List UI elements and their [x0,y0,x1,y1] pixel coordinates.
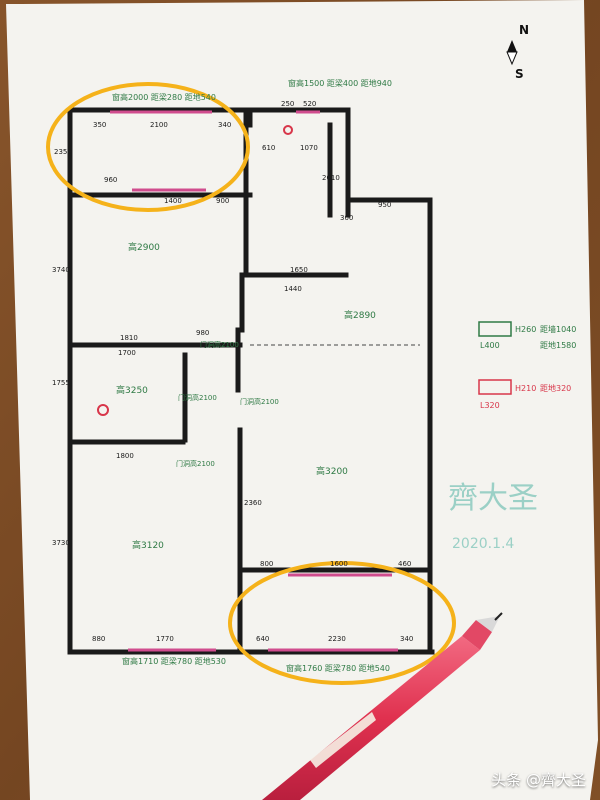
dim-520: 520 [303,100,316,108]
dim-460: 460 [398,560,411,568]
dim-1810: 1810 [120,334,138,342]
room-height-top-left: 高2900 [128,241,160,253]
pipe-marker-2 [97,404,109,416]
dim-1700: 1700 [118,349,136,357]
legend-box-red [478,379,512,395]
dim-2100: 2100 [150,121,168,129]
dim-2360: 2360 [244,499,262,507]
door-label-1: 门洞高2100 [200,340,239,349]
dim-350: 350 [93,121,106,129]
signature-name: 齊大圣 [448,481,538,516]
dim-950: 950 [378,201,391,209]
dim-980: 980 [196,329,209,337]
door-label-2: 门洞高2100 [178,393,217,402]
legend-dist2: 距地1580 [540,340,576,350]
pipe-marker-1 [283,125,293,135]
legend-h: H260 [515,325,536,334]
dim-1650: 1650 [290,266,308,274]
dim-250: 250 [281,100,294,108]
dim-340b: 340 [400,635,413,643]
room-heights: 高2900 高2890 高3250 高3120 高3200 [116,241,376,551]
dim-1600: 1600 [330,560,348,568]
room-height-bottom-right: 高3200 [316,465,348,477]
window-label-top-mid: 窗高1500 距梁400 距地940 [288,78,392,88]
dim-1755: 1755 [52,379,70,387]
compass-south: S [515,67,524,81]
window-label-bottom-left: 窗高1710 距梁780 距地530 [122,656,226,666]
window-marks [110,110,398,652]
floor-plan-walls [67,107,435,655]
door-annotations: 门洞高2100 门洞高2100 门洞高2100 门洞高2100 [176,340,279,468]
wall-outer-east [345,197,433,655]
legend-box-green [478,321,512,337]
window-label-top-left: 窗高2000 距梁280 距地540 [112,92,216,102]
signature-date: 2020.1.4 [452,536,514,552]
dim-2350: 2350 [54,148,72,156]
wall-outer-west [67,107,435,655]
paper-sheet [6,0,598,800]
compass-north: N [519,23,529,37]
room-height-mid: 高3250 [116,384,148,396]
pen [262,612,503,800]
dim-1770: 1770 [156,635,174,643]
pen-point [494,612,503,621]
dim-880: 880 [92,635,105,643]
dim-2230: 2230 [328,635,346,643]
legend2-h: H210 [515,384,536,393]
dim-3730: 3730 [52,539,70,547]
door-label-3: 门洞高2100 [240,397,279,406]
dim-800: 800 [260,560,273,568]
dim-610: 610 [262,144,275,152]
pen-label [310,712,376,768]
dim-3740: 3740 [52,266,70,274]
dimension-labels: 2100 340 350 2350 960 1400 900 250 520 6… [52,100,413,643]
dim-900: 900 [216,197,229,205]
dim-340a: 340 [218,121,231,129]
pipe-legends: H260 L400 距墙1040 距地1580 H210 L320 距地320 [480,324,576,410]
room-height-bottom-left: 高3120 [132,539,164,551]
highlight-circle-bottom [228,561,456,685]
dim-1070: 1070 [300,144,318,152]
legend-l: L400 [480,341,500,350]
wall-north-east [247,107,351,218]
window-label-bottom-right: 窗高1760 距梁780 距地540 [286,663,390,673]
door-label-4: 门洞高2100 [176,459,215,468]
dim-2010: 2010 [322,174,340,182]
dim-1400: 1400 [164,197,182,205]
dim-960: 960 [104,176,117,184]
dim-300: 300 [340,214,353,222]
window-annotations: 窗高2000 距梁280 距地540 窗高1500 距梁400 距地940 窗高… [112,78,392,673]
legend2-dist: 距地320 [540,383,571,393]
legend-dist1: 距墙1040 [540,324,576,334]
pen-grip [462,620,492,650]
legend2-l: L320 [480,401,500,410]
dim-1440: 1440 [284,285,302,293]
dim-640: 640 [256,635,269,643]
compass-icon: N S [506,23,529,81]
dim-1800: 1800 [116,452,134,460]
room-height-right: 高2890 [344,309,376,321]
pen-tip [476,616,500,632]
highlight-circle-top [46,82,250,212]
watermark: 头条 @齊大圣 [491,771,586,789]
